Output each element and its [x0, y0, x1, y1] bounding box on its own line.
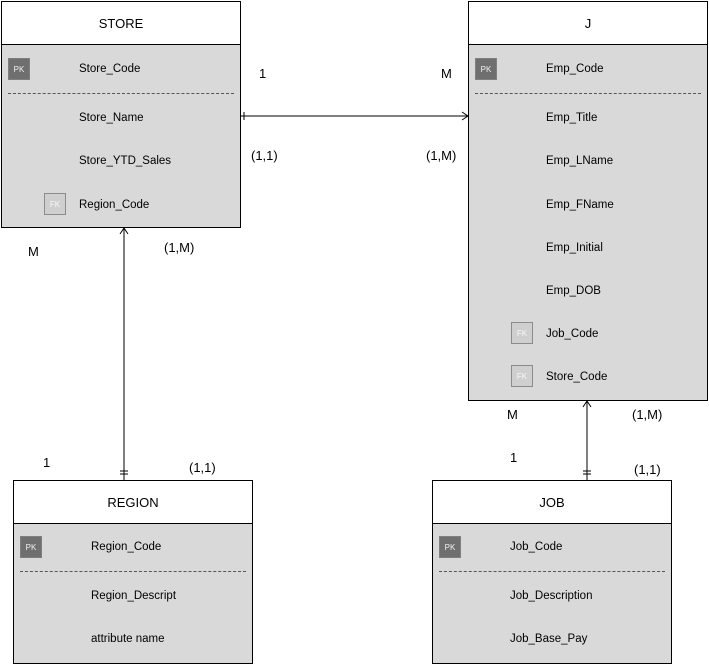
attr-attribute-name: attribute name [91, 633, 165, 645]
attr-store-code: Store_Code [79, 63, 141, 75]
pk-badge: PK [475, 58, 497, 80]
attr-region-code: Region_Code [91, 541, 162, 553]
attr-job-base-pay: Job_Base_Pay [510, 633, 588, 645]
card-j-job-job-minmax: (1,1) [634, 462, 661, 477]
pk-badge: PK [8, 58, 30, 80]
entity-job-title: JOB [433, 481, 671, 524]
card-store-j-j-side: M [441, 66, 452, 81]
card-j-job-job-side: 1 [510, 450, 518, 465]
j-job-crowfoot-a [582, 400, 588, 408]
attr-emp-lname: Emp_LName [546, 155, 614, 167]
entity-store-title: STORE [2, 2, 240, 45]
attr-store-ytd-sales: Store_YTD_Sales [79, 155, 172, 167]
card-store-j-j-minmax: (1,M) [426, 148, 457, 163]
entity-j[interactable]: J PK Emp_Code Emp_Title Emp_LName Emp_FN… [468, 1, 708, 401]
card-j-job-j-side: M [507, 407, 518, 422]
attr-store-name: Store_Name [79, 112, 144, 124]
pk-separator [8, 93, 234, 94]
pk-separator [20, 571, 246, 572]
attr-job-code-fk: Job_Code [546, 328, 599, 340]
entity-job[interactable]: JOB PK Job_Code Job_Description Job_Base… [432, 480, 672, 664]
card-store-region-region-minmax: (1,1) [189, 460, 216, 475]
attr-job-description: Job_Description [510, 590, 593, 602]
entity-j-title: J [469, 2, 707, 45]
attr-emp-dob: Emp_DOB [546, 285, 601, 297]
j-job-crowfoot-b [586, 400, 592, 408]
store-region-crowfoot-b [123, 227, 129, 235]
attr-region-code-fk: Region_Code [79, 199, 150, 211]
entity-region[interactable]: REGION PK Region_Code Region_Descript at… [13, 480, 253, 664]
pk-badge: PK [439, 536, 461, 558]
pk-separator [475, 93, 701, 94]
store-j-crowfoot-b [461, 115, 469, 121]
card-store-j-store-minmax: (1,1) [251, 148, 278, 163]
card-store-region-store-side: M [28, 244, 39, 259]
entity-region-title: REGION [14, 481, 252, 524]
pk-badge: PK [20, 536, 42, 558]
fk-badge: FK [511, 365, 533, 387]
card-store-region-store-minmax: (1,M) [164, 240, 195, 255]
store-j-crowfoot-a [461, 111, 469, 117]
store-region-crowfoot-a [119, 227, 125, 235]
fk-badge: FK [511, 322, 533, 344]
attr-emp-fname: Emp_FName [546, 199, 614, 211]
attr-region-descript: Region_Descript [91, 590, 177, 602]
attr-emp-title: Emp_Title [546, 112, 598, 124]
pk-separator [439, 571, 665, 572]
attr-emp-initial: Emp_Initial [546, 242, 603, 254]
entity-store[interactable]: STORE PK Store_Code Store_Name Store_YTD… [1, 1, 241, 228]
fk-badge: FK [44, 193, 66, 215]
card-store-region-region-side: 1 [43, 455, 51, 470]
card-j-job-j-minmax: (1,M) [632, 407, 663, 422]
card-store-j-store-side: 1 [259, 66, 267, 81]
attr-emp-code: Emp_Code [546, 63, 604, 75]
attr-job-code: Job_Code [510, 541, 563, 553]
attr-store-code-fk: Store_Code [546, 371, 608, 383]
